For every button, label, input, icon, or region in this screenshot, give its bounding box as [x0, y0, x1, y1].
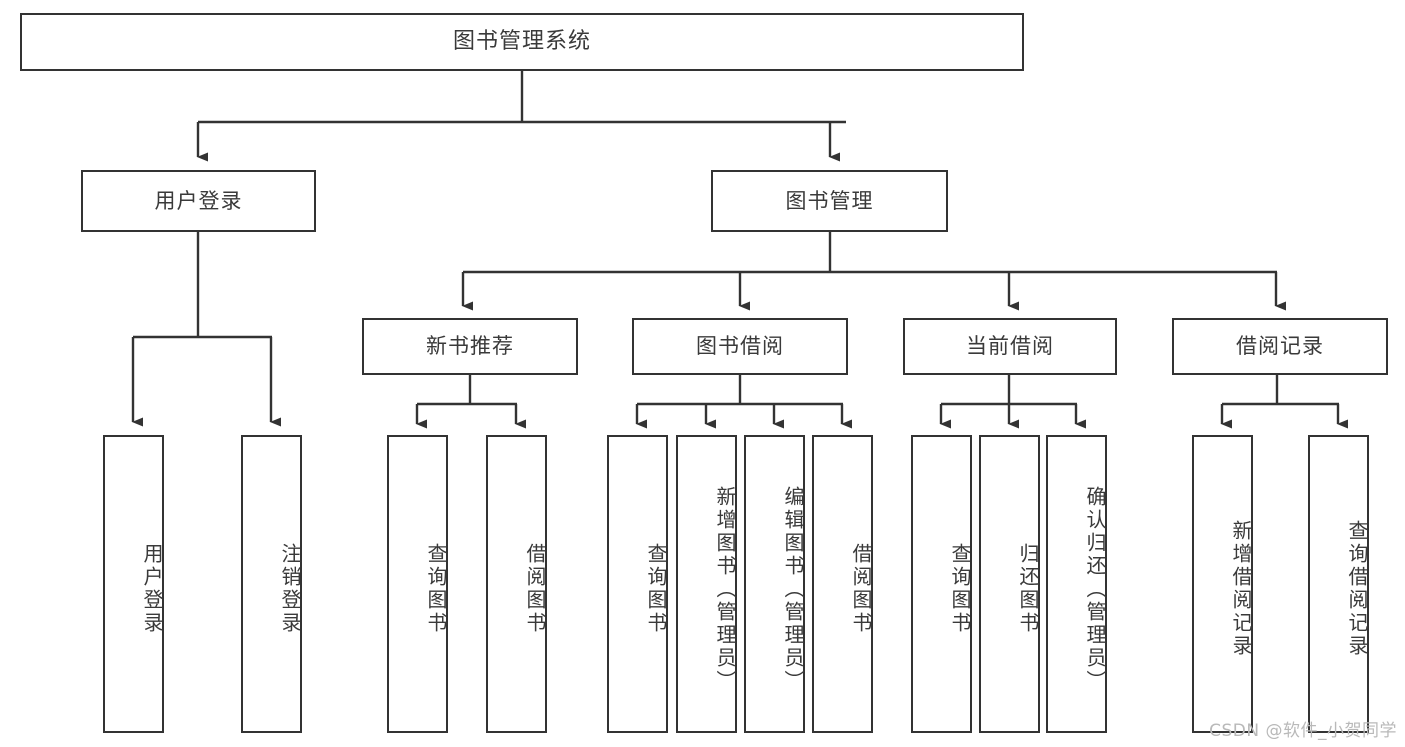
node-root-label: 图书管理系统 — [452, 29, 591, 55]
leaf-current-query-book-label: 查询图书 — [948, 543, 972, 635]
leaf-newbook-query-book[interactable]: 查询图书 — [387, 435, 448, 733]
leaf-logout-login[interactable]: 注销登录 — [241, 435, 302, 733]
leaf-borrow-borrow-book-label: 借阅图书 — [849, 543, 873, 635]
node-user-login[interactable]: 用户登录 — [81, 170, 316, 232]
leaf-records-add-record-label: 新增借阅记录 — [1229, 520, 1253, 658]
leaf-current-query-book[interactable]: 查询图书 — [911, 435, 972, 733]
leaf-current-confirm-return-admin[interactable]: 确认归还（管理员） — [1046, 435, 1107, 733]
leaf-newbook-borrow-book-label: 借阅图书 — [523, 543, 547, 635]
leaf-records-add-record[interactable]: 新增借阅记录 — [1192, 435, 1253, 733]
node-new-book-recommend[interactable]: 新书推荐 — [362, 318, 578, 375]
node-book-borrow-label: 图书借阅 — [696, 334, 784, 359]
node-new-book-recommend-label: 新书推荐 — [426, 334, 514, 359]
leaf-user-login[interactable]: 用户登录 — [103, 435, 164, 733]
node-book-management-label: 图书管理 — [785, 188, 874, 213]
node-borrow-records-label: 借阅记录 — [1236, 334, 1324, 359]
leaf-borrow-borrow-book[interactable]: 借阅图书 — [812, 435, 873, 733]
leaf-borrow-add-book-admin[interactable]: 新增图书（管理员） — [676, 435, 737, 733]
node-root[interactable]: 图书管理系统 — [20, 13, 1024, 71]
leaf-records-query-record-label: 查询借阅记录 — [1345, 520, 1369, 658]
leaf-borrow-edit-book-admin[interactable]: 编辑图书（管理员） — [744, 435, 805, 733]
leaf-current-confirm-return-admin-label: 确认归还（管理员） — [1083, 485, 1107, 693]
leaf-current-return-book[interactable]: 归还图书 — [979, 435, 1040, 733]
leaf-borrow-query-book[interactable]: 查询图书 — [607, 435, 668, 733]
node-user-login-label: 用户登录 — [154, 188, 243, 213]
leaf-borrow-edit-book-admin-label: 编辑图书（管理员） — [781, 485, 805, 693]
leaf-records-query-record[interactable]: 查询借阅记录 — [1308, 435, 1369, 733]
leaf-newbook-query-book-label: 查询图书 — [424, 543, 448, 635]
leaf-borrow-query-book-label: 查询图书 — [644, 543, 668, 635]
leaf-user-login-label: 用户登录 — [140, 543, 164, 635]
leaf-current-return-book-label: 归还图书 — [1016, 543, 1040, 635]
leaf-logout-login-label: 注销登录 — [278, 543, 302, 635]
watermark: CSDN @软件_小贺同学 — [1209, 721, 1397, 741]
leaf-borrow-add-book-admin-label: 新增图书（管理员） — [713, 485, 737, 693]
node-book-borrow[interactable]: 图书借阅 — [632, 318, 848, 375]
node-book-management[interactable]: 图书管理 — [711, 170, 948, 232]
leaf-newbook-borrow-book[interactable]: 借阅图书 — [486, 435, 547, 733]
node-current-borrow-label: 当前借阅 — [966, 334, 1054, 359]
node-current-borrow[interactable]: 当前借阅 — [903, 318, 1117, 375]
node-borrow-records[interactable]: 借阅记录 — [1172, 318, 1388, 375]
